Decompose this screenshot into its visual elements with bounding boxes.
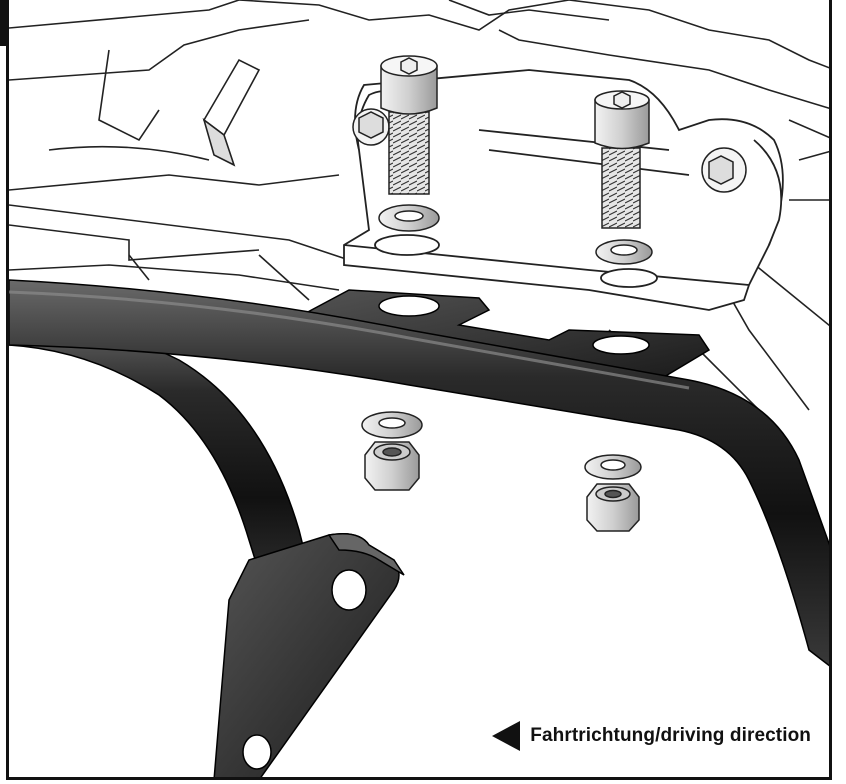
tube-rack-main-bar (9, 279, 829, 667)
arrow-left-icon (492, 721, 521, 751)
cap-screw-left (380, 55, 438, 195)
assembly-drawing (9, 0, 829, 777)
cap-screw-right (594, 90, 650, 229)
washers-upper (378, 204, 653, 265)
lower-mounting-tab (213, 533, 405, 777)
hex-nut-left (361, 411, 423, 491)
bracket-hex-bolts (352, 108, 747, 193)
frame-corner-mark (0, 0, 6, 46)
hex-nut-right (584, 454, 642, 532)
illustration-frame: Fahrtrichtung/driving direction (6, 0, 832, 780)
driving-direction-label: Fahrtrichtung/driving direction (530, 725, 811, 746)
tube-rack-bracket (272, 289, 711, 381)
driving-direction-caption: Fahrtrichtung/driving direction (492, 721, 811, 751)
